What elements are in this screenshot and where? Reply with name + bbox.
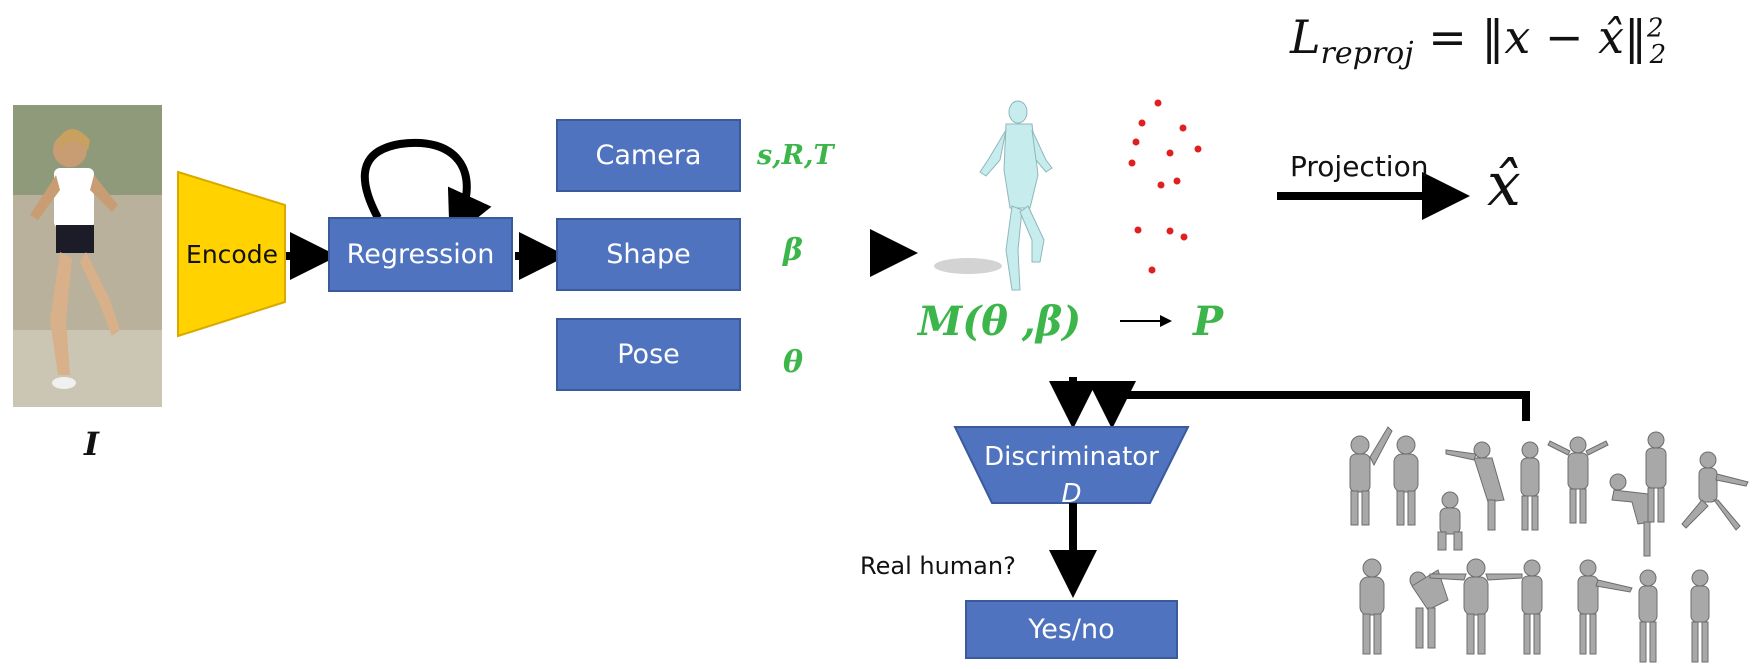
mesh-dataset <box>1349 426 1749 663</box>
arrow-dataset-to-discriminator <box>1088 381 1530 429</box>
keypoints-2d <box>1128 99 1202 274</box>
real-human-question: Real human? <box>860 552 1016 580</box>
discriminator-title: Discriminator <box>984 442 1159 472</box>
body-mesh <box>934 100 1053 291</box>
shape-label: Shape <box>606 239 691 270</box>
regression-box: Regression <box>328 217 513 292</box>
regression-label: Regression <box>346 239 495 270</box>
pose-box: Pose <box>556 318 741 391</box>
discriminator-shape <box>953 426 1190 504</box>
encoder-shape <box>177 170 286 338</box>
loss-symbol: L <box>1290 10 1321 64</box>
projected-keypoints-symbol: x̂ <box>1487 150 1521 220</box>
regression-loop-arrow <box>360 138 492 241</box>
model-output-P: P <box>1193 298 1224 345</box>
pose-symbol: θ <box>783 345 804 380</box>
model-function: M(θ ,β) <box>918 298 1082 345</box>
loss-rhs: = ‖x − x̂‖ <box>1428 10 1648 64</box>
shape-box: Shape <box>556 218 741 291</box>
encoder-label: Encode <box>186 240 278 269</box>
projection-label: Projection <box>1290 150 1429 183</box>
norm-subscript: 2 <box>1649 40 1667 71</box>
input-label: I <box>84 425 99 463</box>
camera-box: Camera <box>556 119 741 192</box>
output-box: Yes/no <box>965 600 1178 659</box>
norm-power: 2 <box>1647 13 1664 44</box>
loss-subscript: reproj <box>1320 36 1414 72</box>
input-image <box>13 105 162 407</box>
camera-symbol: s,R,T <box>757 140 834 171</box>
discriminator-symbol: D <box>1061 479 1082 509</box>
output-label: Yes/no <box>1028 614 1115 645</box>
shape-symbol: β <box>783 233 803 268</box>
pose-label: Pose <box>617 339 680 370</box>
camera-label: Camera <box>595 140 702 171</box>
reprojection-loss-formula: Lreproj = ‖x − x̂‖22 <box>1290 10 1666 71</box>
